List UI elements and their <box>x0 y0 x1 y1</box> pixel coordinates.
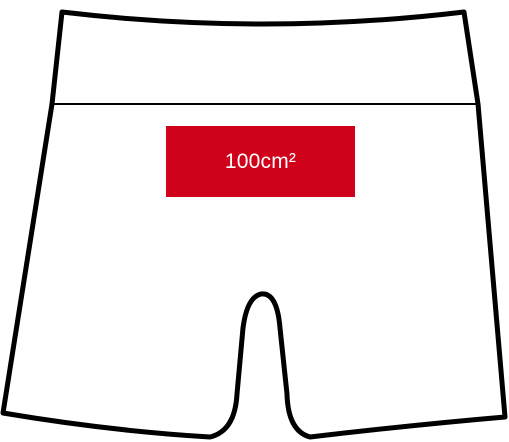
print-area-box: 100cm² <box>166 126 355 197</box>
print-area-label: 100cm² <box>225 150 296 174</box>
shorts-outline <box>3 12 505 437</box>
